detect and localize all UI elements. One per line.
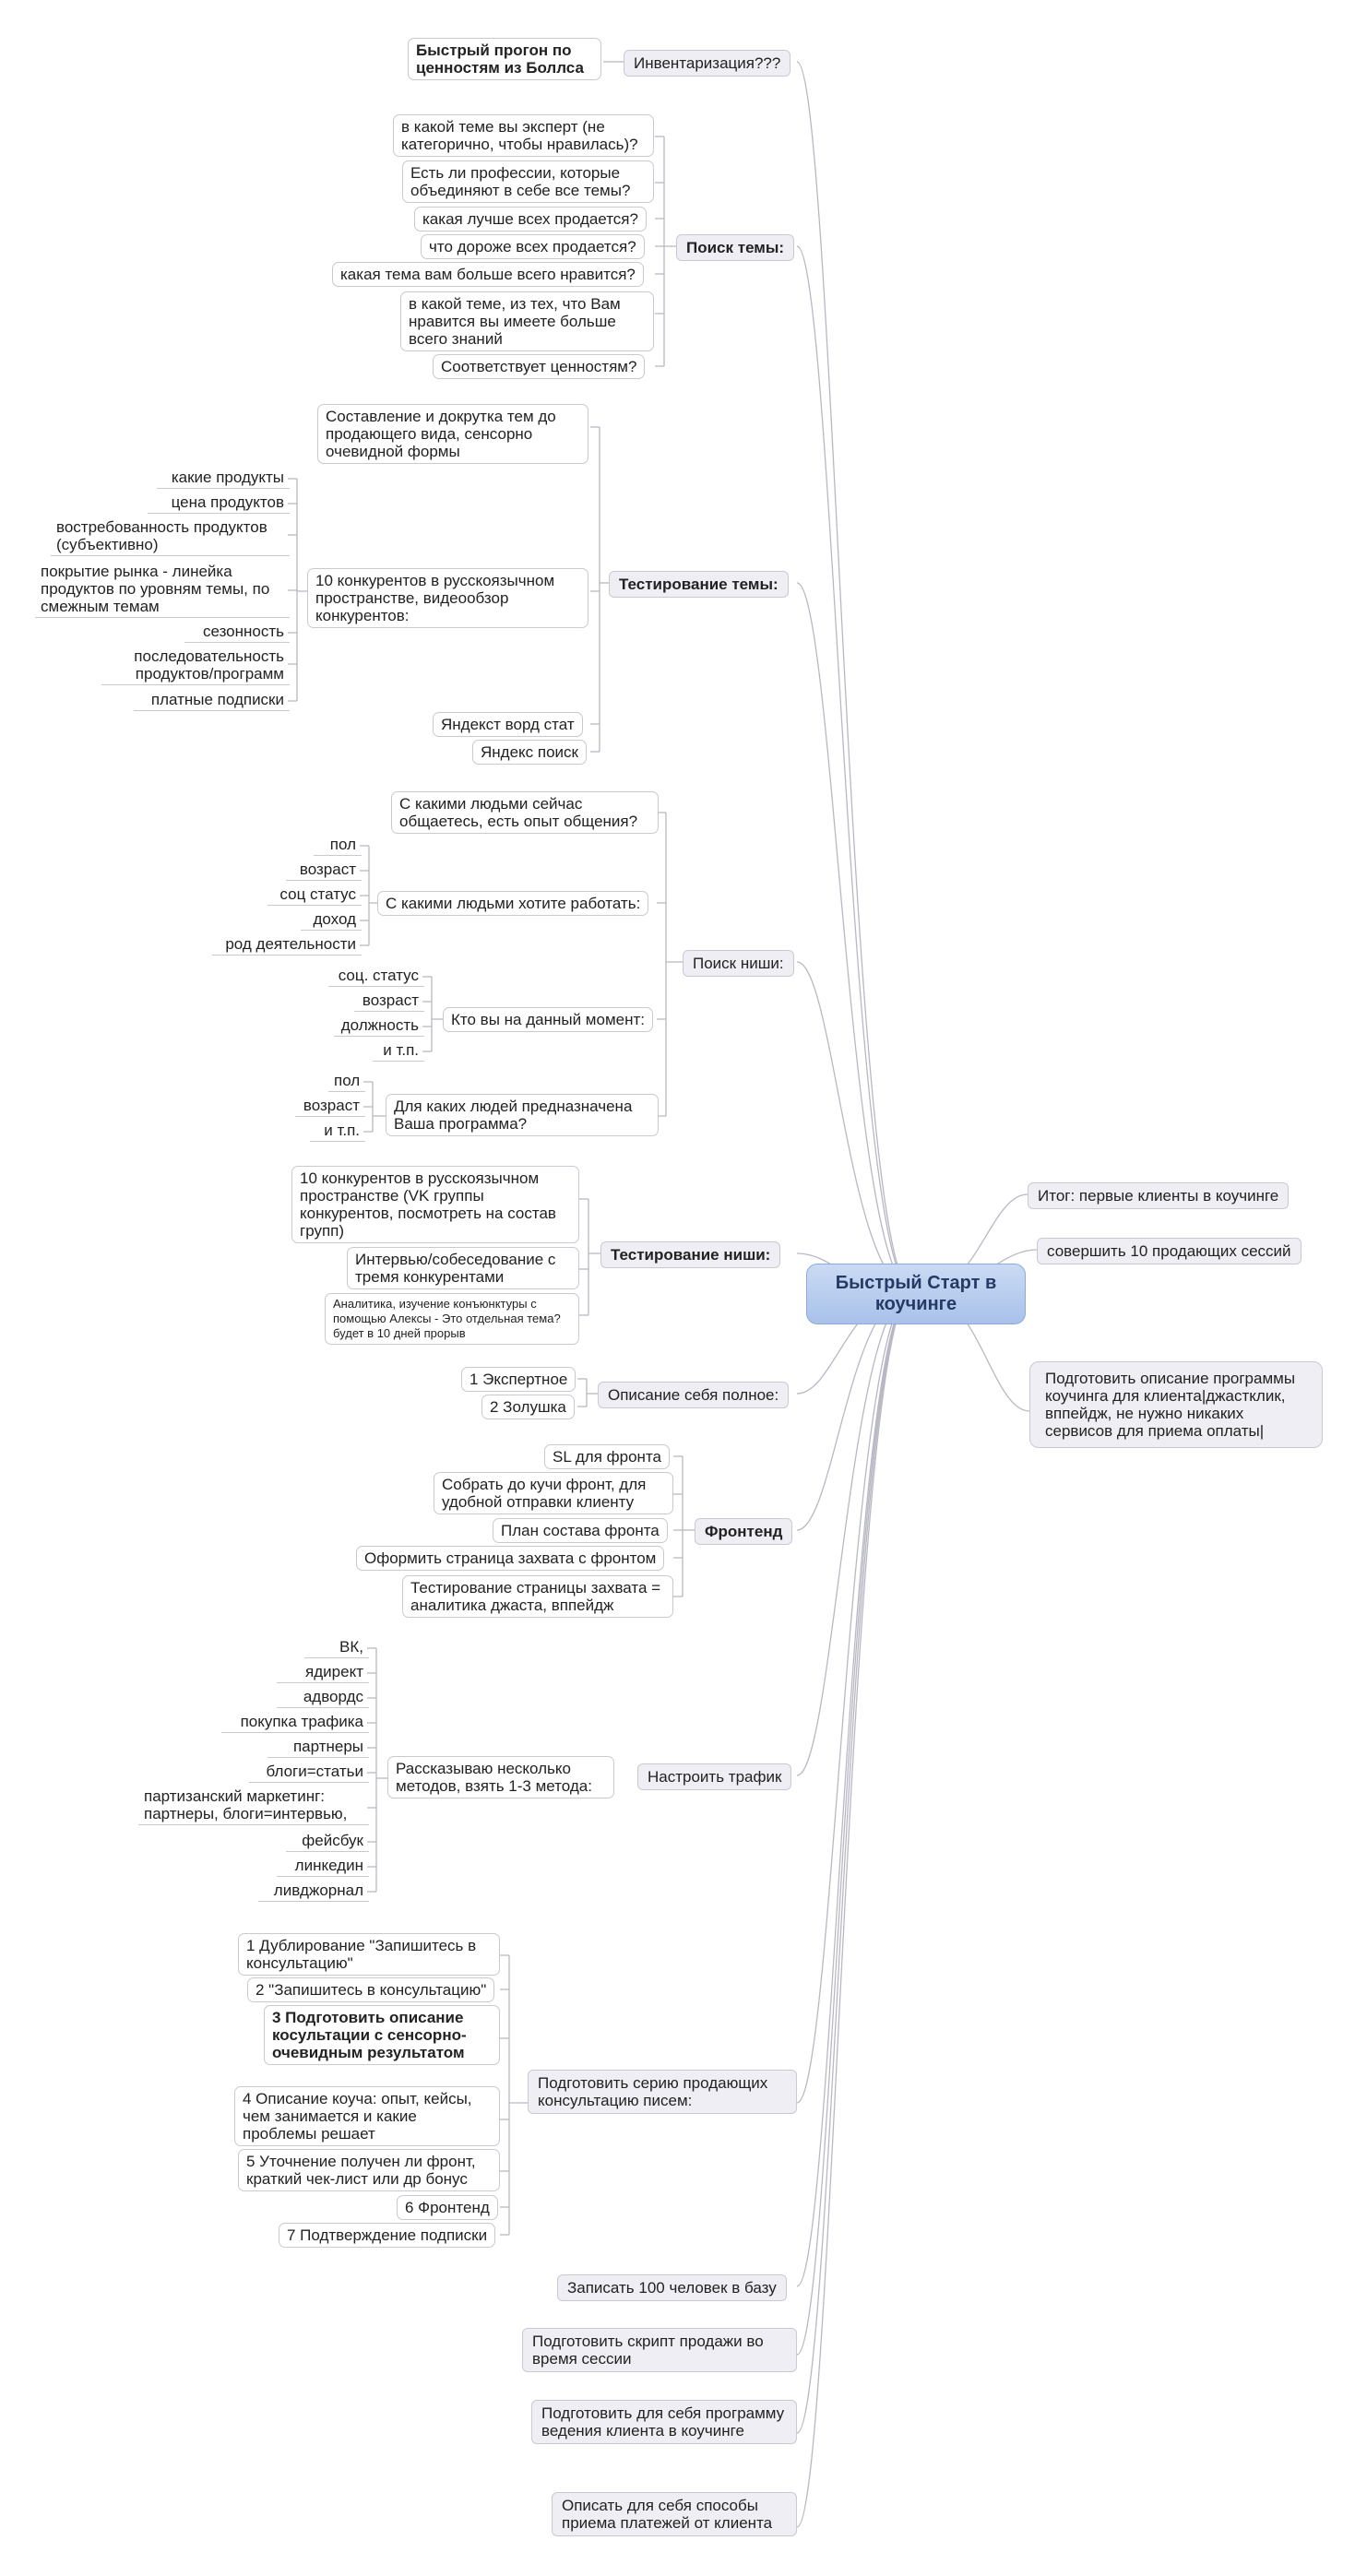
traffic-item[interactable]: партизанский маркетинг: партнеры, блоги=…	[138, 1786, 369, 1825]
connector-line	[796, 1290, 914, 2104]
branch-program-desc[interactable]: Подготовить описание программы коучинга …	[1029, 1361, 1323, 1448]
niche-q4-item[interactable]: пол	[328, 1070, 365, 1092]
frontend-item[interactable]: Оформить страница захвата с фронтом	[356, 1546, 665, 1571]
topic-test-item[interactable]: Составление и докрутка тем до продающего…	[317, 404, 588, 464]
self-desc-item[interactable]: 2 Золушка	[481, 1395, 575, 1419]
topic-test-competitors[interactable]: 10 конкурентов в русскоязычном пространс…	[307, 568, 588, 628]
connector-line	[796, 582, 914, 1292]
letter-item[interactable]: 5 Уточнение получен ли фронт, краткий че…	[238, 2149, 500, 2191]
branch-record-100[interactable]: Записать 100 человек в базу	[557, 2274, 787, 2301]
competitor-item[interactable]: последовательность продуктов/программ	[101, 646, 290, 685]
branch-self-desc[interactable]: Описание себя полное:	[598, 1382, 790, 1408]
competitor-item[interactable]: востребованность продуктов (субъективно)	[51, 516, 290, 556]
niche-q2-item[interactable]: соц статус	[267, 884, 362, 906]
topic-search-item[interactable]: Соответствует ценностям?	[433, 354, 646, 379]
topic-search-item[interactable]: какая тема вам больше всего нравится?	[332, 262, 644, 287]
niche-q4-item[interactable]: и т.п.	[310, 1120, 365, 1142]
traffic-item[interactable]: линкедин	[277, 1855, 369, 1877]
frontend-item[interactable]: Тестирование страницы захвата = аналитик…	[402, 1575, 673, 1618]
competitor-item[interactable]: какие продукты	[157, 467, 290, 489]
branch-client-program[interactable]: Подготовить для себя программу ведения к…	[531, 2400, 797, 2444]
topic-search-item[interactable]: какая лучше всех продается?	[414, 207, 647, 231]
branch-topic-search[interactable]: Поиск темы:	[676, 234, 795, 261]
niche-test-item[interactable]: 10 конкурентов в русскоязычном пространс…	[291, 1166, 579, 1243]
niche-q2-item[interactable]: пол	[314, 834, 362, 856]
traffic-item[interactable]: ливджорнал	[258, 1880, 369, 1902]
letter-item[interactable]: 2 "Запишитесь в консультацию"	[247, 1977, 495, 2002]
branch-sales-script[interactable]: Подготовить скрипт продажи во время сесс…	[522, 2328, 797, 2372]
self-desc-item[interactable]: 1 Экспертное	[461, 1367, 576, 1392]
topic-test-item[interactable]: Яндекст ворд стат	[433, 712, 583, 737]
connector-line	[796, 245, 914, 1292]
letter-item[interactable]: 1 Дублирование "Запишитесь в консультаци…	[238, 1933, 500, 1976]
frontend-item[interactable]: SL для фронта	[544, 1444, 670, 1469]
topic-search-item[interactable]: что дороже всех продается?	[421, 234, 645, 259]
central-topic[interactable]: Быстрый Старт в коучинге	[806, 1264, 1026, 1324]
topic-test-item[interactable]: Яндекс поиск	[472, 740, 587, 765]
niche-q4-item[interactable]: возраст	[295, 1095, 365, 1117]
traffic-item[interactable]: блоги=статьи	[249, 1761, 369, 1783]
traffic-methods[interactable]: Рассказываю несколько методов, взять 1-3…	[387, 1756, 614, 1798]
connector-line	[796, 1290, 914, 2434]
letter-item[interactable]: 7 Подтверждение подписки	[279, 2223, 496, 2248]
connector-line	[796, 1290, 914, 2528]
niche-question[interactable]: Кто вы на данный момент:	[443, 1007, 653, 1032]
niche-test-item[interactable]: Интервью/собеседование с тремя конкурент…	[347, 1247, 579, 1289]
branch-niche-test[interactable]: Тестирование ниши:	[600, 1241, 781, 1268]
topic-search-item[interactable]: Есть ли профессии, которые объединяют в …	[402, 160, 654, 203]
branch-frontend[interactable]: Фронтенд	[695, 1518, 793, 1545]
traffic-item[interactable]: покупка трафика	[221, 1711, 369, 1733]
traffic-item[interactable]: партнеры	[267, 1736, 369, 1758]
frontend-item[interactable]: Собрать до кучи фронт, для удобной отпра…	[434, 1472, 673, 1514]
branch-inventory[interactable]: Инвентаризация???	[624, 50, 791, 77]
niche-q2-item[interactable]: род деятельности	[212, 933, 362, 956]
letter-item[interactable]: 3 Подготовить описание косультации с сен…	[264, 2005, 500, 2065]
competitor-item[interactable]: цена продуктов	[148, 492, 290, 514]
niche-q2-item[interactable]: возраст	[286, 859, 362, 881]
topic-search-item[interactable]: в какой теме, из тех, что Вам нравится в…	[400, 291, 654, 351]
connector-line	[796, 1290, 914, 2287]
niche-question[interactable]: С какими людьми сейчас общаетесь, есть о…	[391, 791, 659, 834]
niche-q2-item[interactable]: доход	[301, 908, 362, 931]
traffic-item[interactable]: ВК,	[304, 1636, 369, 1658]
letter-item[interactable]: 6 Фронтенд	[397, 2195, 498, 2220]
competitor-item[interactable]: покрытие рынка - линейка продуктов по ур…	[35, 561, 290, 618]
niche-q3-item[interactable]: возраст	[354, 990, 424, 1012]
connector-line	[796, 961, 914, 1292]
branch-letters[interactable]: Подготовить серию продающих консультацию…	[528, 2070, 797, 2114]
traffic-item[interactable]: фейсбук	[286, 1830, 369, 1852]
frontend-item[interactable]: План состава фронта	[493, 1518, 668, 1543]
branch-result[interactable]: Итог: первые клиенты в коучинге	[1028, 1182, 1290, 1209]
connector-line	[796, 1290, 914, 1776]
connector-line	[796, 61, 914, 1292]
niche-test-item[interactable]: Аналитика, изучение конъюнктуры с помощь…	[325, 1293, 579, 1345]
niche-question[interactable]: С какими людьми хотите работать:	[377, 891, 649, 916]
branch-topic-test[interactable]: Тестирование темы:	[609, 571, 789, 598]
branch-payments[interactable]: Описать для себя способы приема платежей…	[552, 2492, 797, 2536]
niche-q3-item[interactable]: должность	[334, 1015, 424, 1037]
traffic-item[interactable]: ядирект	[277, 1661, 369, 1683]
traffic-item[interactable]: адвордс	[277, 1686, 369, 1708]
niche-q3-item[interactable]: соц. статус	[328, 965, 424, 987]
inventory-child[interactable]: Быстрый прогон по ценностям из Боллса	[408, 38, 601, 80]
niche-q3-item[interactable]: и т.п.	[373, 1039, 424, 1062]
letter-item[interactable]: 4 Описание коуча: опыт, кейсы, чем заним…	[234, 2086, 500, 2146]
connector-line	[796, 1290, 914, 2356]
branch-traffic[interactable]: Настроить трафик	[637, 1763, 792, 1790]
competitor-item[interactable]: платные подписки	[134, 689, 290, 711]
niche-question[interactable]: Для каких людей предназначена Ваша прогр…	[386, 1094, 659, 1136]
competitor-item[interactable]: сезонность	[184, 621, 290, 643]
branch-sessions[interactable]: совершить 10 продающих сессий	[1037, 1238, 1302, 1264]
branch-niche-search[interactable]: Поиск ниши:	[683, 950, 794, 977]
topic-search-item[interactable]: в какой теме вы эксперт (не категорично,…	[393, 114, 654, 157]
